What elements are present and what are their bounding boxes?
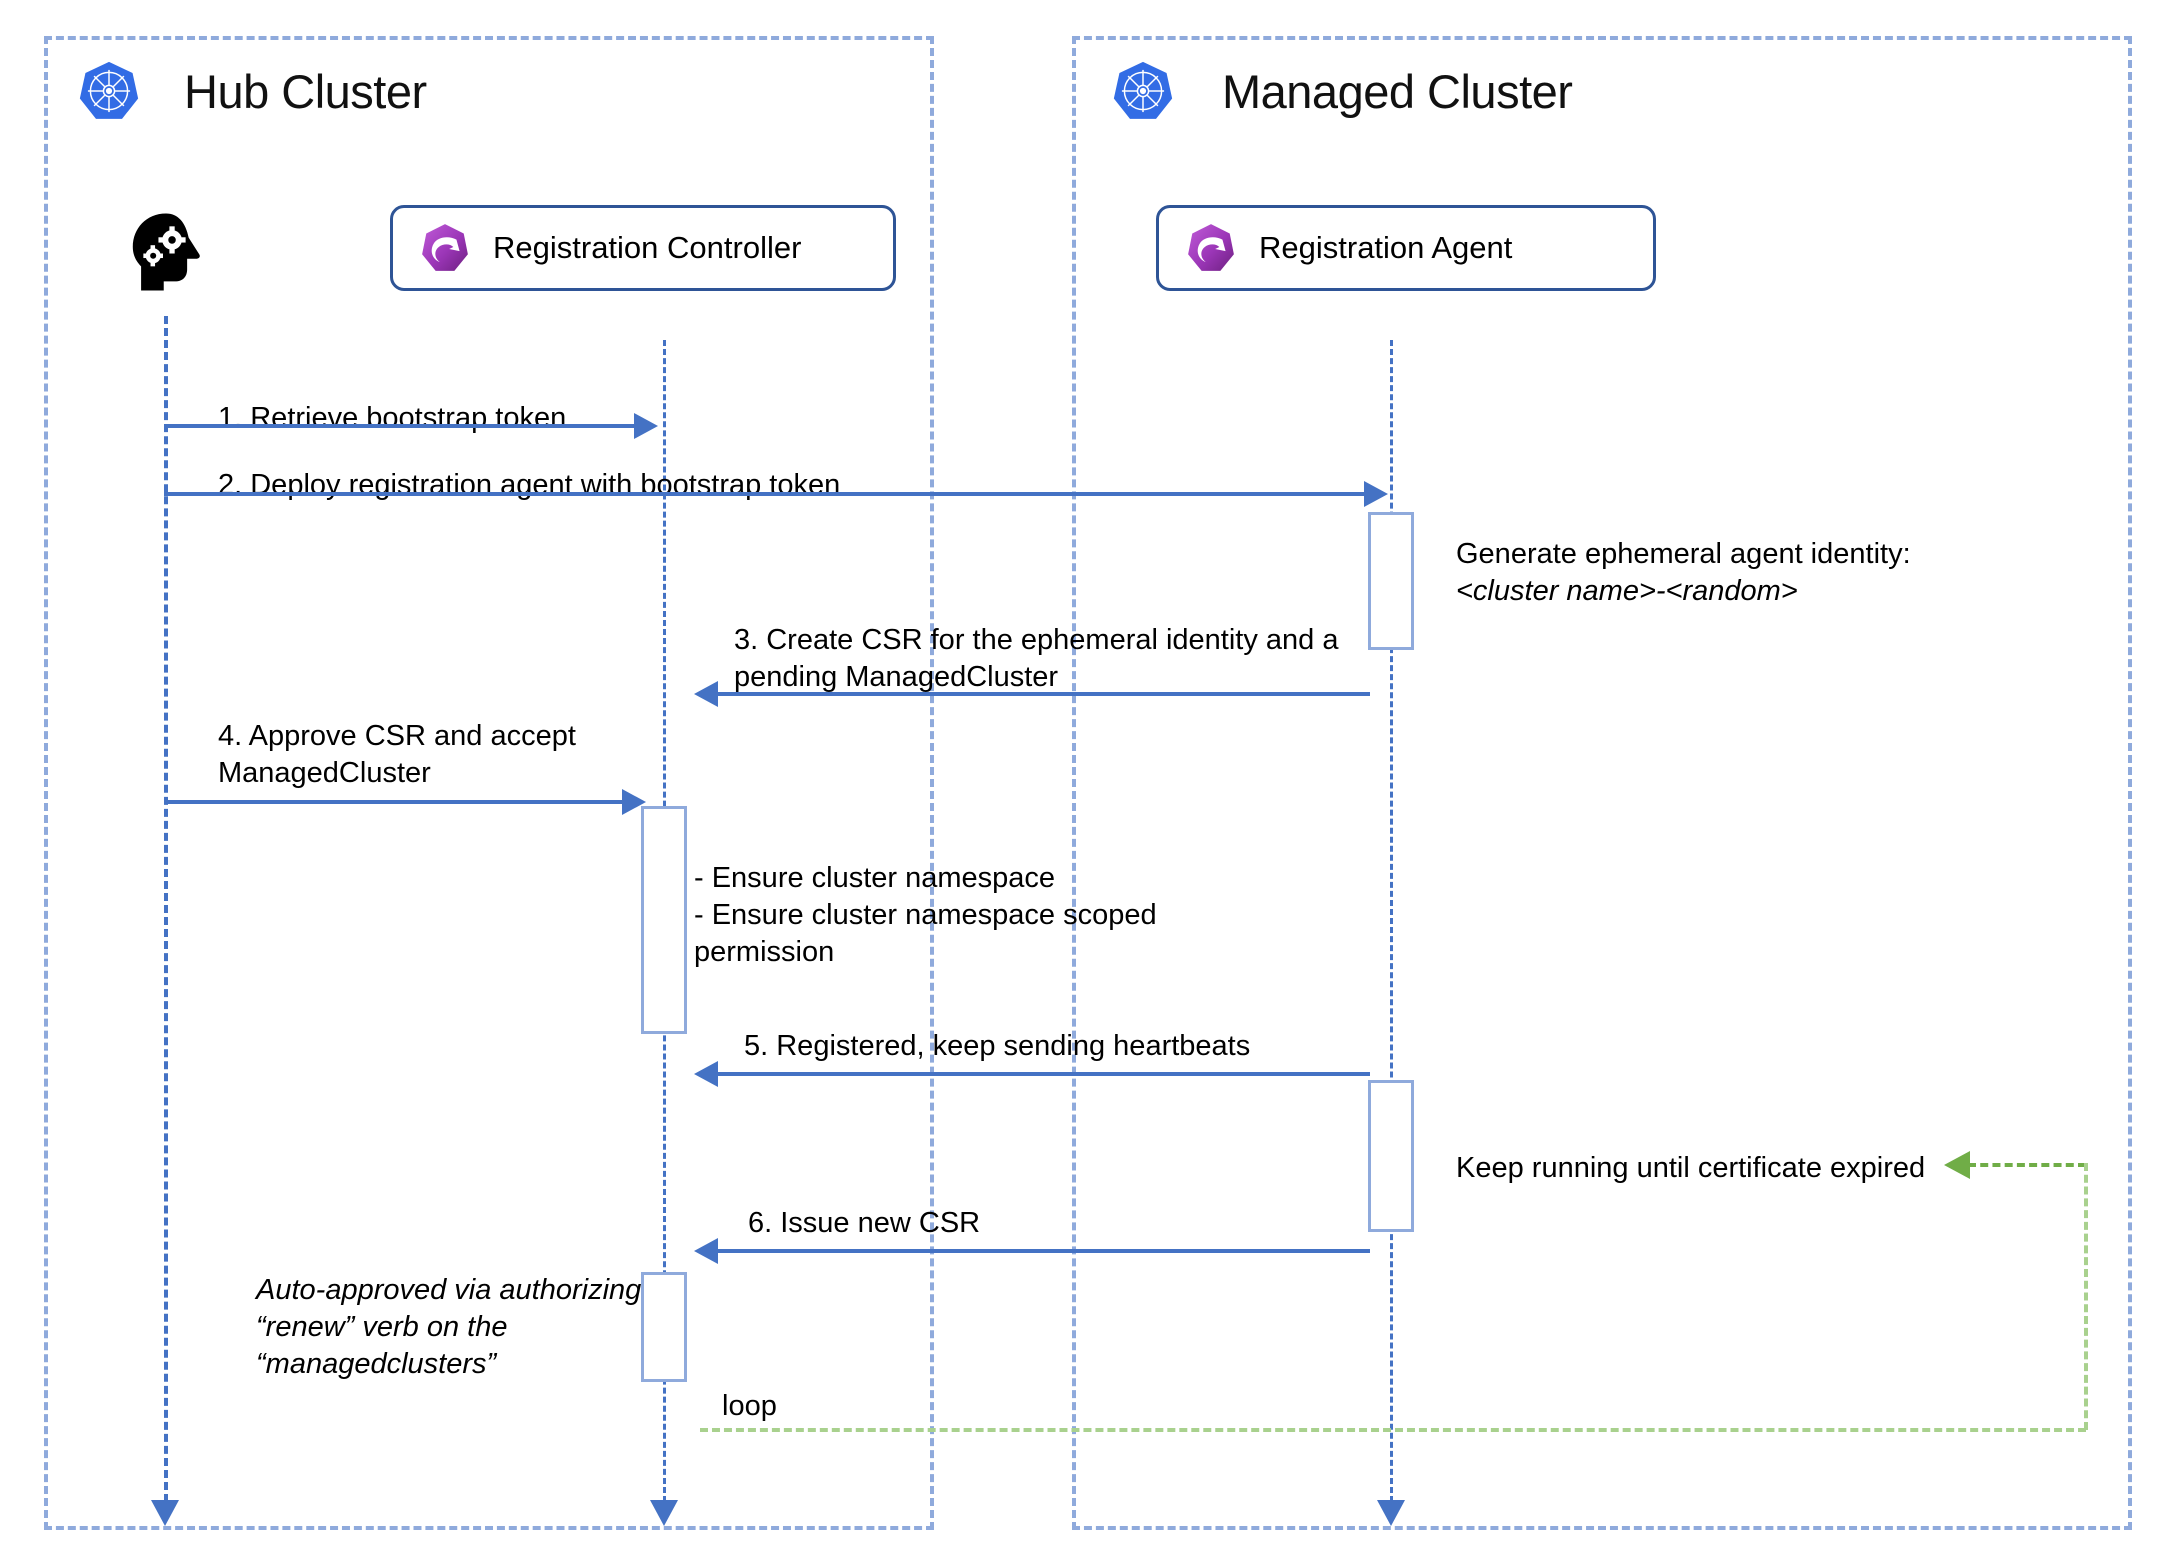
loop-label: loop xyxy=(722,1390,777,1422)
activation-agent-generate-identity xyxy=(1368,512,1414,650)
message-arrow-1 xyxy=(634,413,658,439)
note-keep-running: Keep running until certificate expired xyxy=(1456,1152,1926,1184)
message-label-1: 1. Retrieve bootstrap token xyxy=(218,402,567,434)
loop-line-bottom xyxy=(700,1428,2086,1432)
message-arrow-4 xyxy=(622,789,646,815)
kubernetes-icon-hub xyxy=(79,61,139,119)
frame-title-managed: Managed Cluster xyxy=(1222,65,1573,118)
lifeline-admin xyxy=(164,316,168,1502)
ocm-hexagon-icon-controller xyxy=(422,224,468,271)
message-label-6: 6. Issue new CSR xyxy=(748,1207,981,1239)
lifeline-end-arrow-admin xyxy=(151,1500,179,1526)
message-arrow-2 xyxy=(1364,481,1388,507)
frame-hub-cluster xyxy=(44,36,934,1530)
message-label-4: 4. Approve CSR and accept ManagedCluster xyxy=(218,720,576,790)
note-auto-approved: Auto-approved via authorizing “renew” ve… xyxy=(256,1274,642,1381)
message-label-3: 3. Create CSR for the ephemeral identity… xyxy=(734,624,1339,694)
activation-controller-namespace xyxy=(641,806,687,1034)
participant-label-registration-agent: Registration Agent xyxy=(1259,230,1513,265)
lifeline-end-arrow-registration-agent xyxy=(1377,1500,1405,1526)
kubernetes-icon-managed xyxy=(1113,61,1173,119)
loop-arrow-head xyxy=(1944,1151,1970,1179)
note-generate-ephemeral-identity: Generate ephemeral agent identity: <clust… xyxy=(1456,536,1911,610)
actor-head-gears-icon xyxy=(132,213,200,291)
message-line-5 xyxy=(718,1072,1370,1076)
message-line-4 xyxy=(164,800,622,804)
message-arrow-5 xyxy=(694,1061,718,1087)
message-line-6 xyxy=(718,1249,1370,1253)
note-line-2: <cluster name>-<random> xyxy=(1456,575,1798,608)
message-line-1 xyxy=(164,424,634,428)
activation-agent-heartbeat xyxy=(1368,1080,1414,1232)
message-label-5: 5. Registered, keep sending heartbeats xyxy=(744,1030,1251,1062)
lifeline-registration-agent xyxy=(1390,340,1393,1502)
participant-label-registration-controller: Registration Controller xyxy=(493,230,802,265)
loop-line-top xyxy=(1968,1163,2086,1167)
participant-registration-controller[interactable]: Registration Controller xyxy=(390,205,896,291)
lifeline-end-arrow-registration-controller xyxy=(650,1500,678,1526)
message-line-3 xyxy=(718,692,1370,696)
message-label-2: 2. Deploy registration agent with bootst… xyxy=(218,469,841,501)
note-line-1: Generate ephemeral agent identity: xyxy=(1456,538,1911,570)
message-line-2 xyxy=(164,492,1364,496)
activation-controller-renew xyxy=(641,1272,687,1382)
ocm-hexagon-icon-agent xyxy=(1188,224,1234,271)
loop-line-right xyxy=(2084,1163,2088,1430)
frame-title-hub: Hub Cluster xyxy=(184,65,427,118)
note-controller-actions: - Ensure cluster namespace - Ensure clus… xyxy=(694,862,1157,969)
frame-managed-cluster xyxy=(1072,36,2132,1530)
message-arrow-6 xyxy=(694,1238,718,1264)
participant-registration-agent[interactable]: Registration Agent xyxy=(1156,205,1656,291)
message-arrow-3 xyxy=(694,681,718,707)
